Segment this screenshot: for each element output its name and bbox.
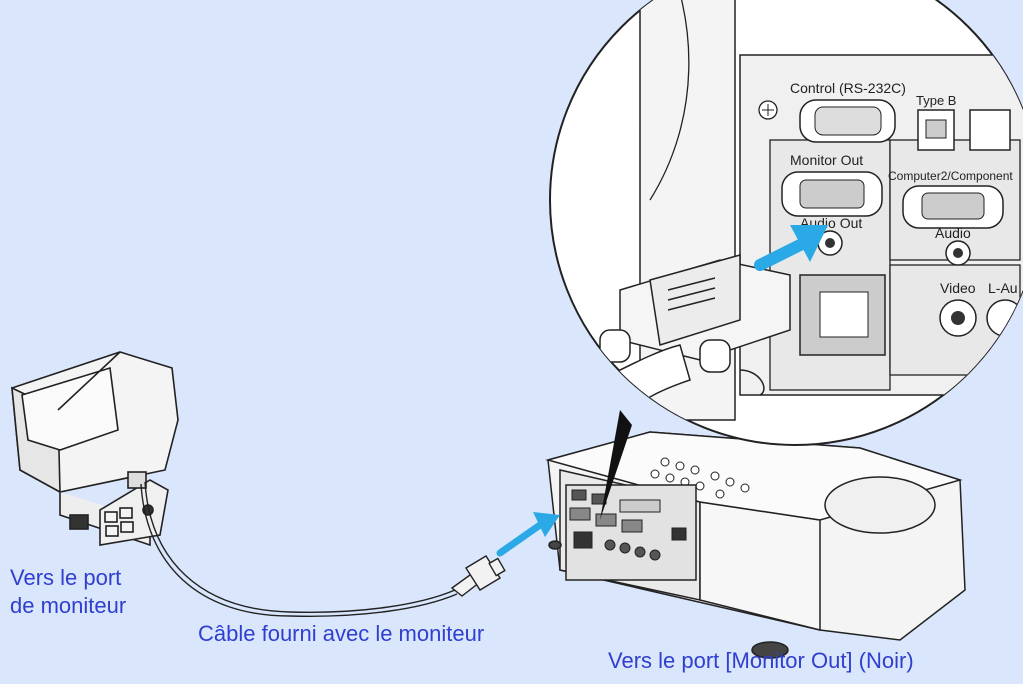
label-monitor-out: Monitor Out	[790, 152, 863, 168]
label-type-b: Type B	[916, 93, 956, 108]
label-audio: Audio	[935, 225, 971, 241]
caption-monitor-port-line2: de moniteur	[10, 593, 127, 618]
crt-monitor	[11, 351, 179, 547]
zoom-pointer	[600, 410, 632, 520]
caption-monitor-port-line1: Vers le port	[10, 565, 122, 590]
projector	[545, 431, 966, 659]
monitor-cable	[140, 481, 458, 617]
caption-monitor-port: Vers le port de moniteur	[10, 564, 126, 620]
caption-projector-port: Vers le port [Monitor Out] (Noir)	[608, 648, 914, 673]
arrow-zoom	[754, 225, 828, 271]
label-video: Video	[940, 280, 976, 296]
arrow-to-projector-port	[496, 512, 560, 557]
label-computer2: Computer2/Component	[888, 169, 1013, 183]
label-control: Control (RS-232C)	[790, 80, 906, 96]
zoom-detail: Control (RS-232C) Type B Monitor Out Aud…	[549, 0, 1023, 446]
caption-cable: Câble fourni avec le moniteur	[198, 621, 485, 646]
vga-plug-small	[450, 555, 506, 597]
label-l-audio: L-Au	[988, 280, 1018, 296]
